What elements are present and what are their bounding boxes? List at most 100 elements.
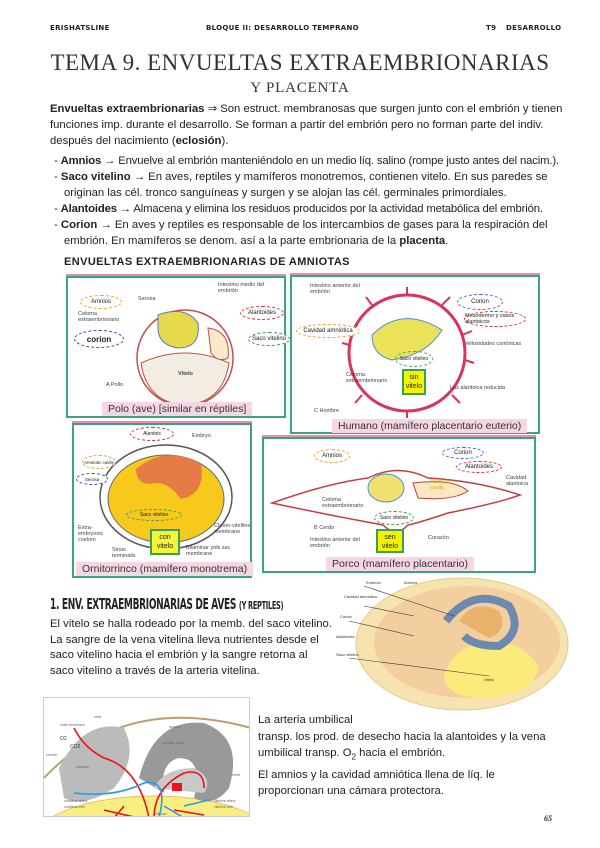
- vessel-diagram: O2 CO2 shell shell membrane chorion alla…: [43, 697, 250, 817]
- membranes-list: - Amnios → Envuelve al embrión mantenién…: [54, 153, 590, 249]
- caption-polo: Polo (ave) [similar en réptiles]: [102, 402, 253, 416]
- list-item: - Corion → En aves y reptiles es respons…: [54, 219, 548, 247]
- page-number: 65: [544, 814, 552, 823]
- label-vellosidades: Vellosidades coriónicas: [464, 341, 522, 347]
- label-serosa: Serosa: [76, 473, 108, 485]
- label-amnios: Amnios: [80, 295, 122, 309]
- egg-label-amnios: Amnios: [404, 580, 417, 585]
- label-alantoides: Alantoides: [456, 461, 502, 473]
- label-amniotic-cavity: Amniotic cavity: [82, 455, 116, 469]
- list-end: .: [445, 235, 449, 247]
- label-saco-vitelino: Saco vitelino: [374, 511, 414, 525]
- ornitorrinco-diagram: [99, 444, 233, 550]
- label-celoma: Celoma extraembrionario: [346, 372, 388, 384]
- label-mesodermo: Mesodermo y vasos alantoicos: [464, 311, 526, 327]
- amnios-text: El amnios y la cavidad amniótica llena d…: [258, 769, 495, 797]
- humano-diagram: [341, 287, 475, 418]
- label-cerdo: B Cerdo: [314, 525, 335, 531]
- list-item: - Amnios → Envuelve al embrión mantenién…: [54, 155, 559, 167]
- aves-heading: 1. ENV. EXTRAEMBRIONARIAS DE AVES (Y REP…: [50, 595, 284, 613]
- vessel-label-heart: heart: [232, 773, 240, 777]
- label-celoma: Celoma extraembrionario: [78, 311, 120, 323]
- vessel-label-chorion: chorion: [46, 753, 58, 757]
- egg-label-saco: Saco vitelino: [336, 652, 359, 657]
- label-pollo: A Pollo: [106, 382, 124, 388]
- vessel-label-yolk-sac: yolk sac: [154, 812, 167, 816]
- vessel-label-umbilical-vein: umbilical vein: [64, 805, 85, 809]
- list-item: - Alantoides → Almacena y elimina los re…: [54, 203, 543, 215]
- intro-text: Son estruct. membranosas que surgen junt…: [50, 103, 563, 147]
- header-author: ERISHATSLINE: [50, 24, 110, 32]
- egg-label-corion: Corion: [340, 614, 352, 619]
- list-text: → Almacena y elimina los residuos produc…: [116, 203, 543, 215]
- umbilical-title: La arteria umbilical: [258, 714, 353, 726]
- intro-arrow: ⇒: [207, 103, 218, 115]
- list-term: Corion: [60, 219, 98, 231]
- figure-ornitorrinco: Alantois Embryo Amniotic cavity Serosa S…: [72, 421, 254, 578]
- egg-diagram: Amnios Embrión Cavidad amniótica Corion …: [336, 577, 569, 711]
- label-chorio-vitelline: Chorio-vitelline membrane: [214, 523, 251, 535]
- label-hombre: C Hombre: [314, 408, 340, 414]
- vessel-label-co2: CO2: [70, 744, 81, 750]
- header-code: T9: [486, 24, 497, 32]
- egg-label-alantoides: Alantoides: [336, 634, 355, 639]
- label-celoma: Celoma extraembrionario: [322, 497, 364, 509]
- vessel-label-vitelline-vein: vitelline vein: [214, 805, 233, 809]
- label-sinus: Sinus terminalis: [112, 547, 136, 559]
- figure-humano: Intestino anterior del embrión Corion Me…: [290, 273, 540, 434]
- label-bilaminar: Bilaminar yolk sac membrane: [186, 545, 231, 557]
- vessel-label-shell: shell: [94, 715, 101, 719]
- list-term: Amnios: [60, 155, 102, 167]
- umbilical-text: transp. los prod. de desecho hacia la al…: [258, 729, 558, 765]
- badge-sen-vitelo: sen vitelo: [376, 529, 404, 553]
- label-serosa: Serosa: [138, 296, 156, 302]
- label-saco-vitelino: Saco vitelino: [126, 509, 182, 521]
- vessel-label-allantois: allantois: [76, 765, 89, 769]
- label-coelom: Extra-embryonic coelom: [78, 525, 104, 543]
- label-saco-vitelino: Saco vitelino: [395, 351, 433, 367]
- label-intestino: Intestino anterior del embrión: [310, 283, 360, 295]
- list-term: Saco vitelino: [60, 171, 131, 183]
- umbilical-text-a: transp. los prod. de desecho hacia la al…: [258, 731, 546, 759]
- badge-sin-vitelo: sin vitelo: [402, 369, 426, 395]
- egg-label-vitelo: Vitelo: [484, 677, 495, 682]
- intro-paragraph: Envueltas extraembrionarias ⇒ Son estruc…: [50, 101, 570, 149]
- label-corion: Corion: [457, 294, 503, 310]
- egg-label-cavidad: Cavidad amniótica: [344, 594, 378, 599]
- intro-term2: eclosión: [175, 135, 222, 147]
- vessel-label-amniotic-cavity: amniotic cavity: [162, 741, 185, 745]
- porco-diagram: [269, 469, 523, 533]
- list-text: → Envuelve al embrión manteniéndolo en u…: [101, 155, 559, 167]
- label-cavidad-alantoica: Cavidad alantoica: [506, 475, 529, 487]
- list-item: - Saco vitelino → En aves, reptiles y ma…: [54, 171, 548, 199]
- label-luz-alantoica: Luz alantoica reducida: [450, 385, 506, 391]
- aves-paragraph: El vitelo se halla rodeado por la memb. …: [50, 618, 332, 677]
- list-term: Alantoides: [60, 203, 117, 215]
- figure-porco: Amnios Corion Alantoides Cavidad alantoi…: [262, 435, 536, 573]
- label-amnios: Amnios: [314, 449, 350, 463]
- label-alantois: Alantois: [130, 427, 174, 441]
- caption-ornitorrinco: Ornitorrinco (mamífero monotrema): [76, 562, 254, 576]
- aves-heading-main: 1. ENV. EXTRAEMBRIONARIAS DE AVES: [50, 595, 237, 613]
- list-text: → En aves y reptiles es responsable de l…: [64, 219, 548, 247]
- label-vitelo: Vitelo: [178, 371, 193, 377]
- badge-con-vitelo: con vitelo: [150, 529, 180, 555]
- vessel-label-shell-membrane: shell membrane: [60, 723, 85, 727]
- umbilical-text-b: hacia el embrión.: [356, 747, 446, 759]
- page-subtitle: Y PLACENTA: [250, 80, 350, 96]
- list-term2: placenta: [399, 235, 446, 247]
- header-subject: DESARROLLO: [506, 24, 562, 32]
- egg-label-embrion: Embrión: [366, 580, 381, 585]
- label-corion: corion: [74, 330, 124, 348]
- intro-end: ).: [221, 135, 229, 147]
- vessel-label-o2: O2: [60, 736, 67, 742]
- page-title: TEMA 9. ENVUELTAS EXTRAEMBRIONARIAS: [50, 50, 550, 75]
- label-embryo: Embryo: [192, 433, 211, 439]
- vessel-label-amnion: amnion: [169, 725, 181, 729]
- label-cavidad-amniotica: Cavidad amniótica: [296, 324, 360, 338]
- umbilical-sub: 2: [351, 752, 356, 762]
- intro-term: Envueltas extraembrionarias: [50, 103, 205, 115]
- caption-humano: Humano (mamífero placentario euterio): [332, 419, 528, 433]
- label-intestino: Intestino anterior del embrión: [310, 537, 360, 549]
- caption-porco: Porco (mamífero placentario): [326, 557, 474, 571]
